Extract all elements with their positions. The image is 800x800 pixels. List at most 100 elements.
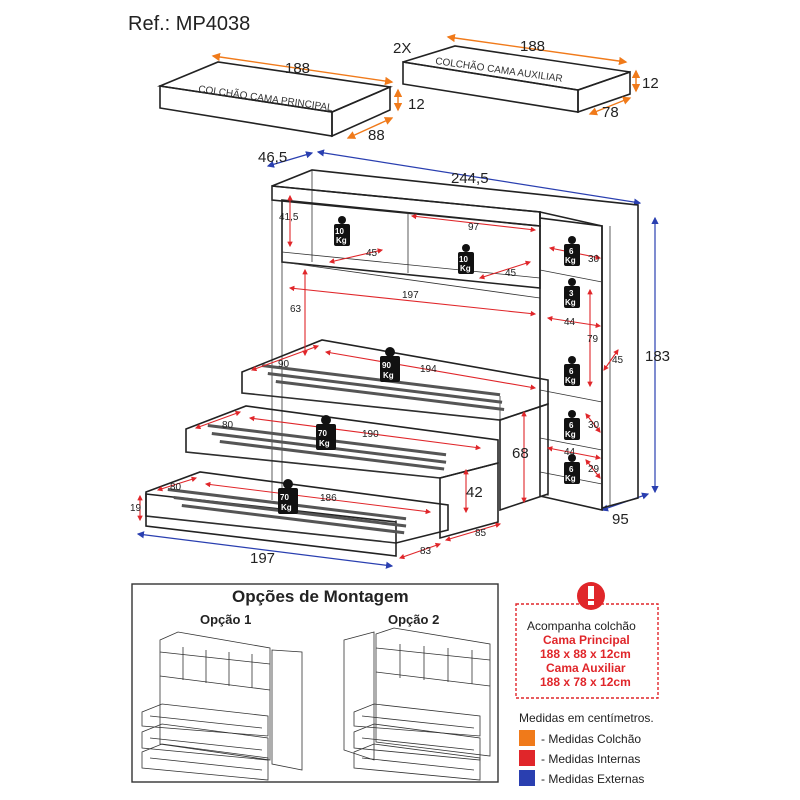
mattress-main: COLCHÃO CAMA PRINCIPAL 188 12 88 xyxy=(157,52,425,144)
dim-tower-d: 45 xyxy=(612,355,624,366)
weight-badge: 70 Kg xyxy=(278,479,298,514)
dim-span-h: 63 xyxy=(290,304,302,315)
svg-text:Kg: Kg xyxy=(383,371,394,380)
notice-line-3: 188 x 88 x 12cm xyxy=(540,647,631,661)
notice-line-2: Cama Principal xyxy=(543,633,630,647)
dim-bed-depth-mid: 80 xyxy=(222,420,234,431)
svg-text:Kg: Kg xyxy=(565,376,576,385)
mattress-main-label: COLCHÃO CAMA PRINCIPAL xyxy=(198,82,334,114)
svg-text:70: 70 xyxy=(318,429,327,438)
option-2-sketch xyxy=(343,627,491,781)
bed-slats xyxy=(167,364,505,535)
svg-text:Kg: Kg xyxy=(281,503,292,512)
dim-tower-h: 79 xyxy=(587,334,599,345)
legend-label-colchao: - Medidas Colchão xyxy=(541,732,641,746)
mattress-aux-height: 12 xyxy=(642,75,659,92)
dim-tower-w1: 30 xyxy=(588,254,600,265)
mattress-aux-qty: 2X xyxy=(393,40,411,57)
weight-badge: 6 Kg xyxy=(564,410,580,440)
legend-swatch-internas xyxy=(519,750,535,766)
mattress-notice: Acompanha colchão Cama Principal 188 x 8… xyxy=(515,582,659,699)
weight-badges: 10 Kg 10 Kg 6 Kg 3 Kg xyxy=(278,216,580,514)
svg-text:10: 10 xyxy=(459,255,468,264)
notice-line-1: Acompanha colchão xyxy=(527,619,636,633)
dim-niche-d2: 45 xyxy=(505,268,517,279)
svg-text:Kg: Kg xyxy=(336,236,347,245)
dim-bed-len-mid: 190 xyxy=(362,429,379,440)
option-1-sketch xyxy=(141,631,303,781)
furniture-drawing: 244,5 46,5 183 95 197 xyxy=(130,149,670,569)
svg-text:6: 6 xyxy=(569,367,574,376)
dim-bed-depth-main: 90 xyxy=(278,359,290,370)
ext-height: 183 xyxy=(645,348,670,365)
ext-bed-length-line xyxy=(136,531,394,569)
svg-text:Kg: Kg xyxy=(460,264,471,273)
weight-badge: 10 Kg xyxy=(458,244,474,274)
legend-title: Medidas em centímetros. xyxy=(519,711,654,725)
assembly-title: Opções de Montagem xyxy=(232,587,409,606)
dim-main-h: 68 xyxy=(512,445,529,462)
legend-swatch-colchao xyxy=(519,730,535,746)
svg-text:3: 3 xyxy=(569,289,574,298)
svg-text:Kg: Kg xyxy=(319,439,330,448)
mattress-main-length: 188 xyxy=(285,60,310,77)
assembly-options-panel: Opções de Montagem Opção 1 Opção 2 xyxy=(131,583,499,783)
ext-depth: 46,5 xyxy=(258,149,287,166)
ext-depth-line xyxy=(266,151,314,168)
ext-width: 244,5 xyxy=(451,170,489,187)
svg-text:6: 6 xyxy=(569,465,574,474)
dim-niche-w: 97 xyxy=(468,222,480,233)
svg-text:Kg: Kg xyxy=(565,474,576,483)
mattress-aux-width: 78 xyxy=(602,104,619,121)
dim-span-w: 197 xyxy=(402,290,419,301)
svg-text:Kg: Kg xyxy=(565,430,576,439)
weight-badge: 70 Kg xyxy=(316,415,336,450)
ext-width-line xyxy=(316,149,642,206)
ext-side-depth: 95 xyxy=(612,511,629,528)
dim-main-d: 85 xyxy=(475,528,487,539)
weight-badge: 6 Kg xyxy=(564,236,580,266)
mattress-main-length-line xyxy=(211,52,394,86)
dim-bed-h-low: 19 xyxy=(130,503,142,514)
legend: Medidas em centímetros. - Medidas Colchã… xyxy=(519,711,654,786)
mattress-main-height: 12 xyxy=(408,96,425,113)
dim-tower-w5: 29 xyxy=(588,464,600,475)
mattress-aux-length: 188 xyxy=(520,38,545,55)
dim-top-shelf-h: 41,5 xyxy=(279,212,299,223)
dim-niche-d1: 45 xyxy=(366,248,378,259)
svg-text:10: 10 xyxy=(335,227,344,236)
mattress-aux-width-line xyxy=(588,96,632,116)
mattress-aux: 2X COLCHÃO CAMA AUXILIAR 188 12 78 xyxy=(393,33,659,121)
mattress-aux-length-line xyxy=(446,33,628,66)
weight-badge: 3 Kg xyxy=(564,278,580,308)
option-2-title: Opção 2 xyxy=(388,612,439,627)
svg-text:90: 90 xyxy=(382,361,391,370)
reference-code: Ref.: MP4038 xyxy=(128,13,250,35)
notice-line-4: Cama Auxiliar xyxy=(546,661,626,675)
dim-tower-w2: 44 xyxy=(564,317,576,328)
dim-tower-w4: 44 xyxy=(564,447,576,458)
svg-text:6: 6 xyxy=(569,421,574,430)
mattress-main-width: 88 xyxy=(368,127,385,144)
mattress-main-width-line xyxy=(346,117,394,139)
weight-badge: 10 Kg xyxy=(334,216,350,246)
weight-badge: 90 Kg xyxy=(380,347,400,382)
svg-text:6: 6 xyxy=(569,247,574,256)
ext-bed-length: 197 xyxy=(250,550,275,567)
dim-tower-w3: 30 xyxy=(588,420,600,431)
svg-text:70: 70 xyxy=(280,493,289,502)
svg-text:Kg: Kg xyxy=(565,256,576,265)
weight-badge: 6 Kg xyxy=(564,356,580,386)
dim-low-d: 83 xyxy=(420,546,432,557)
dim-bed-len-main: 194 xyxy=(420,364,437,375)
legend-label-externas: - Medidas Externas xyxy=(541,772,644,786)
notice-line-5: 188 x 78 x 12cm xyxy=(540,675,631,689)
svg-text:Kg: Kg xyxy=(565,298,576,307)
dim-low-front-h: 42 xyxy=(466,484,483,501)
option-1-title: Opção 1 xyxy=(200,612,251,627)
dim-bed-depth-low: 80 xyxy=(170,482,182,493)
weight-badge: 6 Kg xyxy=(564,454,580,484)
internal-dimensions: 41,5 97 45 45 197 63 90 194 80 190 80 18… xyxy=(130,194,624,560)
legend-swatch-externas xyxy=(519,770,535,786)
